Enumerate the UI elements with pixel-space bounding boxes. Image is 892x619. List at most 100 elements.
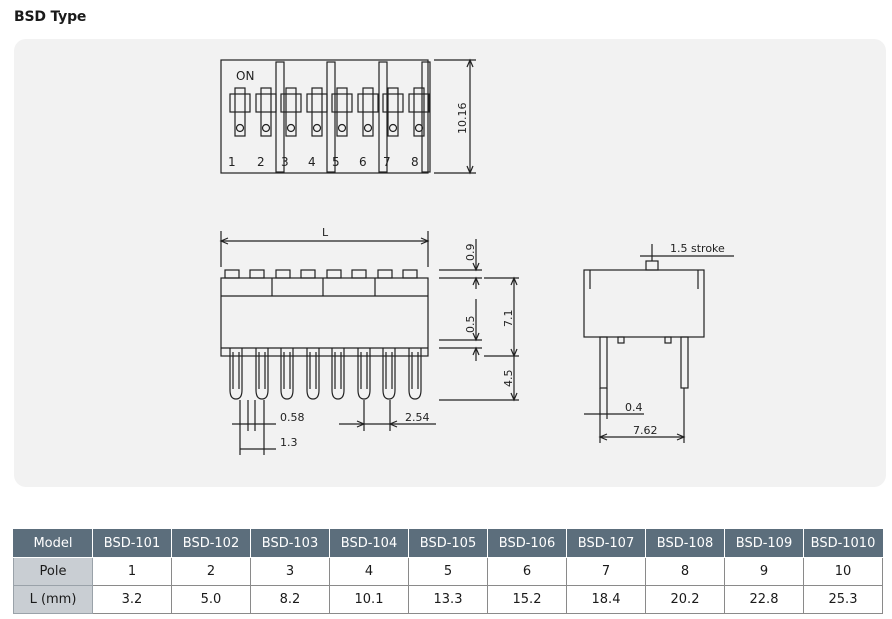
top-view-switch-lever — [413, 87, 425, 137]
on-label: ON — [236, 69, 254, 83]
table-cell: 10.1 — [329, 585, 409, 614]
dim-arrow — [472, 262, 480, 272]
dim-label-1-3: 1.3 — [280, 436, 298, 449]
table-cell: 2 — [171, 557, 251, 586]
front-view-pin — [331, 348, 345, 400]
top-view-dividers — [275, 61, 431, 173]
dim-label-10-16: 10.16 — [456, 103, 469, 135]
front-view-knob — [300, 269, 316, 279]
position-number: 1 — [228, 155, 236, 169]
top-view-switch — [408, 93, 430, 113]
front-view-knobs — [224, 269, 418, 279]
dim-arrow — [420, 237, 430, 245]
top-view-divider — [421, 61, 431, 173]
dim-label-7-62: 7.62 — [633, 424, 658, 437]
table-cell: 8.2 — [250, 585, 330, 614]
table-header-cell: BSD-108 — [645, 529, 725, 558]
table-cell: 22.8 — [724, 585, 804, 614]
front-view-pin — [229, 348, 243, 400]
top-view-switch-lever — [285, 87, 297, 137]
table-cell: 6 — [487, 557, 567, 586]
page-title: BSD Type — [14, 9, 87, 25]
table-cell: 9 — [724, 557, 804, 586]
dim-arrow — [356, 420, 366, 428]
top-view-switch-lever — [362, 87, 374, 137]
front-view-pin — [280, 348, 294, 400]
table-header-cell: BSD-102 — [171, 529, 251, 558]
dim-label-0-58: 0.58 — [280, 411, 305, 424]
front-view-knob — [402, 269, 418, 279]
position-number: 3 — [281, 155, 289, 169]
top-view-outline — [220, 59, 429, 174]
table-header-cell: BSD-107 — [566, 529, 646, 558]
drawing-lines — [219, 58, 734, 455]
side-view-body — [583, 269, 705, 338]
side-view-actuator — [645, 260, 659, 271]
top-view-switches — [229, 87, 430, 137]
top-view-switch-dot — [235, 123, 245, 133]
table-header-cell: BSD-106 — [487, 529, 567, 558]
front-view-knob — [249, 269, 265, 279]
position-number: 8 — [411, 155, 419, 169]
table-cell: 25.3 — [803, 585, 883, 614]
dim-label-4-5: 4.5 — [502, 370, 515, 388]
top-view-switch-dot — [414, 123, 424, 133]
dim-label-2-54: 2.54 — [405, 411, 430, 424]
dim-label-L: L — [322, 226, 329, 239]
top-view-switch — [229, 93, 251, 113]
dim-arrow — [472, 332, 480, 342]
table-cell: 3.2 — [92, 585, 172, 614]
top-view-switch — [357, 93, 379, 113]
table-cell: 8 — [645, 557, 725, 586]
table-cell: 7 — [566, 557, 646, 586]
table-cell: 5 — [408, 557, 488, 586]
dim-label-0-5: 0.5 — [464, 316, 477, 334]
table-cell: 1 — [92, 557, 172, 586]
side-view-pin — [599, 336, 608, 389]
table-header-cell: BSD-105 — [408, 529, 488, 558]
front-view-body — [220, 277, 429, 357]
position-number: 6 — [359, 155, 367, 169]
front-view-knob — [224, 269, 240, 279]
front-view-pins — [229, 348, 422, 400]
top-view-switch-dot — [337, 123, 347, 133]
dim-label-stroke: 1.5 stroke — [670, 242, 725, 255]
top-view-switch-lever — [387, 87, 399, 137]
front-view-pin — [408, 348, 422, 400]
side-view-foot — [617, 336, 625, 344]
table-header-model: Model — [13, 529, 93, 558]
top-view-switch — [382, 93, 404, 113]
top-view-switch-dot — [286, 123, 296, 133]
top-view-switch-dot — [388, 123, 398, 133]
dim-label-0-9: 0.9 — [464, 244, 477, 262]
table-cell: 15.2 — [487, 585, 567, 614]
table-header-cell: BSD-109 — [724, 529, 804, 558]
top-view-divider — [326, 61, 336, 173]
dim-arrow — [598, 433, 608, 441]
front-view-pin — [382, 348, 396, 400]
dim-arrow — [472, 346, 480, 356]
side-view-foot — [664, 336, 672, 344]
top-view-switch-dot — [261, 123, 271, 133]
top-view-switch — [331, 93, 353, 113]
front-view-knob — [275, 269, 291, 279]
front-view-knob — [377, 269, 393, 279]
dim-arrow — [472, 276, 480, 286]
front-view-knob — [326, 269, 342, 279]
top-view-switch — [280, 93, 302, 113]
table-cell: 10 — [803, 557, 883, 586]
dim-arrow — [510, 276, 518, 286]
table-cell: 5.0 — [171, 585, 251, 614]
top-view-switch-dot — [363, 123, 373, 133]
dim-arrow — [466, 58, 474, 68]
top-view-switch — [255, 93, 277, 113]
front-view-pin — [255, 348, 269, 400]
top-view-divider — [275, 61, 285, 173]
